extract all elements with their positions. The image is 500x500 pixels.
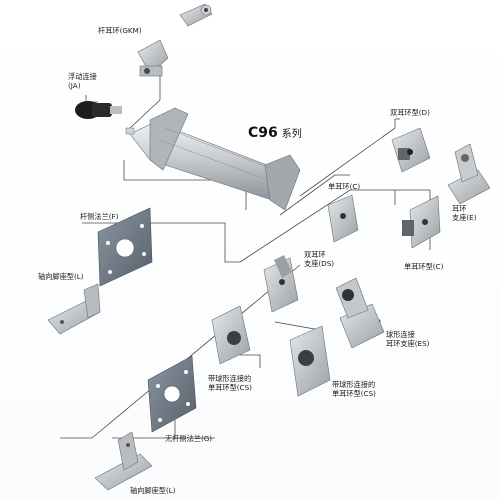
floating-joint-ja-part [75, 101, 122, 119]
label-es: 球形连接耳环支座(ES) [386, 330, 430, 348]
line-diag-long [91, 264, 301, 439]
line-main-diag-1 [299, 127, 396, 197]
label-cs-right: 带球形连接的单耳环型(CS) [332, 380, 376, 398]
single-clevis-c-right-part [402, 195, 441, 249]
label-d: 双耳环型(D) [390, 108, 430, 117]
spherical-clevis-cs-left-part [211, 305, 251, 365]
double-clevis-d-part [391, 127, 431, 173]
foot-l-top-part [47, 283, 101, 335]
foot-l-bottom-part [94, 431, 153, 491]
line-f [82, 222, 240, 263]
head-flange-g-part [147, 355, 197, 433]
label-f: 杆侧法兰(F) [80, 212, 119, 221]
line-cs-left [240, 354, 261, 368]
line-ja [85, 95, 98, 103]
series-code: C96 [248, 125, 278, 141]
label-c: 单耳环(C) [328, 182, 361, 191]
label-g: 无杆侧法兰(G) [165, 434, 213, 443]
label-l-bottom: 轴向脚座型(L) [130, 486, 176, 495]
label-e: 耳环支座(E) [452, 204, 477, 222]
label-ds: 双耳环支座(DS) [304, 250, 335, 268]
rod-flange-f-part [97, 207, 153, 287]
label-ja: 浮动连接(JA) [68, 72, 97, 90]
label-gkm: 杆耳环(GKM) [98, 26, 142, 35]
line-d [394, 118, 400, 128]
line-branch-e [395, 189, 431, 200]
rod-eye-part [179, 3, 213, 27]
single-clevis-c-part [327, 194, 359, 243]
label-c-right: 单耳环型(C) [404, 262, 444, 271]
line-c96-down [123, 160, 247, 210]
label-cs-left: 带球形连接的单耳环型(CS) [208, 374, 252, 392]
line-branch-ds [239, 189, 396, 263]
spherical-bracket-es-part [335, 277, 385, 349]
line-branch-c [279, 174, 350, 216]
rod-clevis-gkm-part [137, 39, 169, 77]
series-suffix: 系列 [281, 129, 302, 140]
clevis-bracket-e-part [447, 143, 491, 205]
cylinder-c96-part [125, 107, 301, 211]
label-l-top: 轴向脚座型(L) [38, 272, 84, 281]
double-clevis-bracket-ds-part [263, 255, 299, 313]
spherical-clevis-cs-right-part [289, 325, 331, 397]
